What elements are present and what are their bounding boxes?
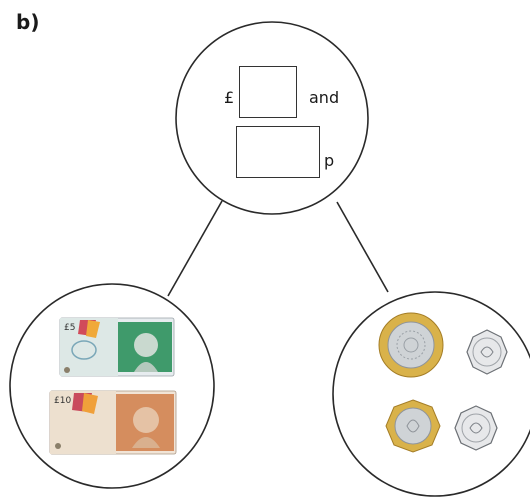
pence-symbol: p [324,151,335,170]
pence-answer-box[interactable] [236,126,320,178]
pound-symbol: £ [224,88,235,107]
whole-circle [175,21,369,215]
two-pound-coin [378,312,444,378]
twenty-pence-coin [466,329,508,375]
right-connector-line [336,201,389,293]
notes-part-circle [9,283,215,489]
five-note-denomination: £5 [64,323,75,333]
pounds-answer-box[interactable] [239,66,297,118]
part-label: b) [16,10,40,34]
twenty-pence-coin [454,405,498,451]
ten-note-denomination: £10 [54,396,71,406]
five-pound-note: £5 [59,317,175,377]
one-pound-coin [385,399,441,453]
ten-pound-note: £10 [49,390,177,455]
left-connector-line [167,200,223,297]
and-label: and [309,88,340,107]
